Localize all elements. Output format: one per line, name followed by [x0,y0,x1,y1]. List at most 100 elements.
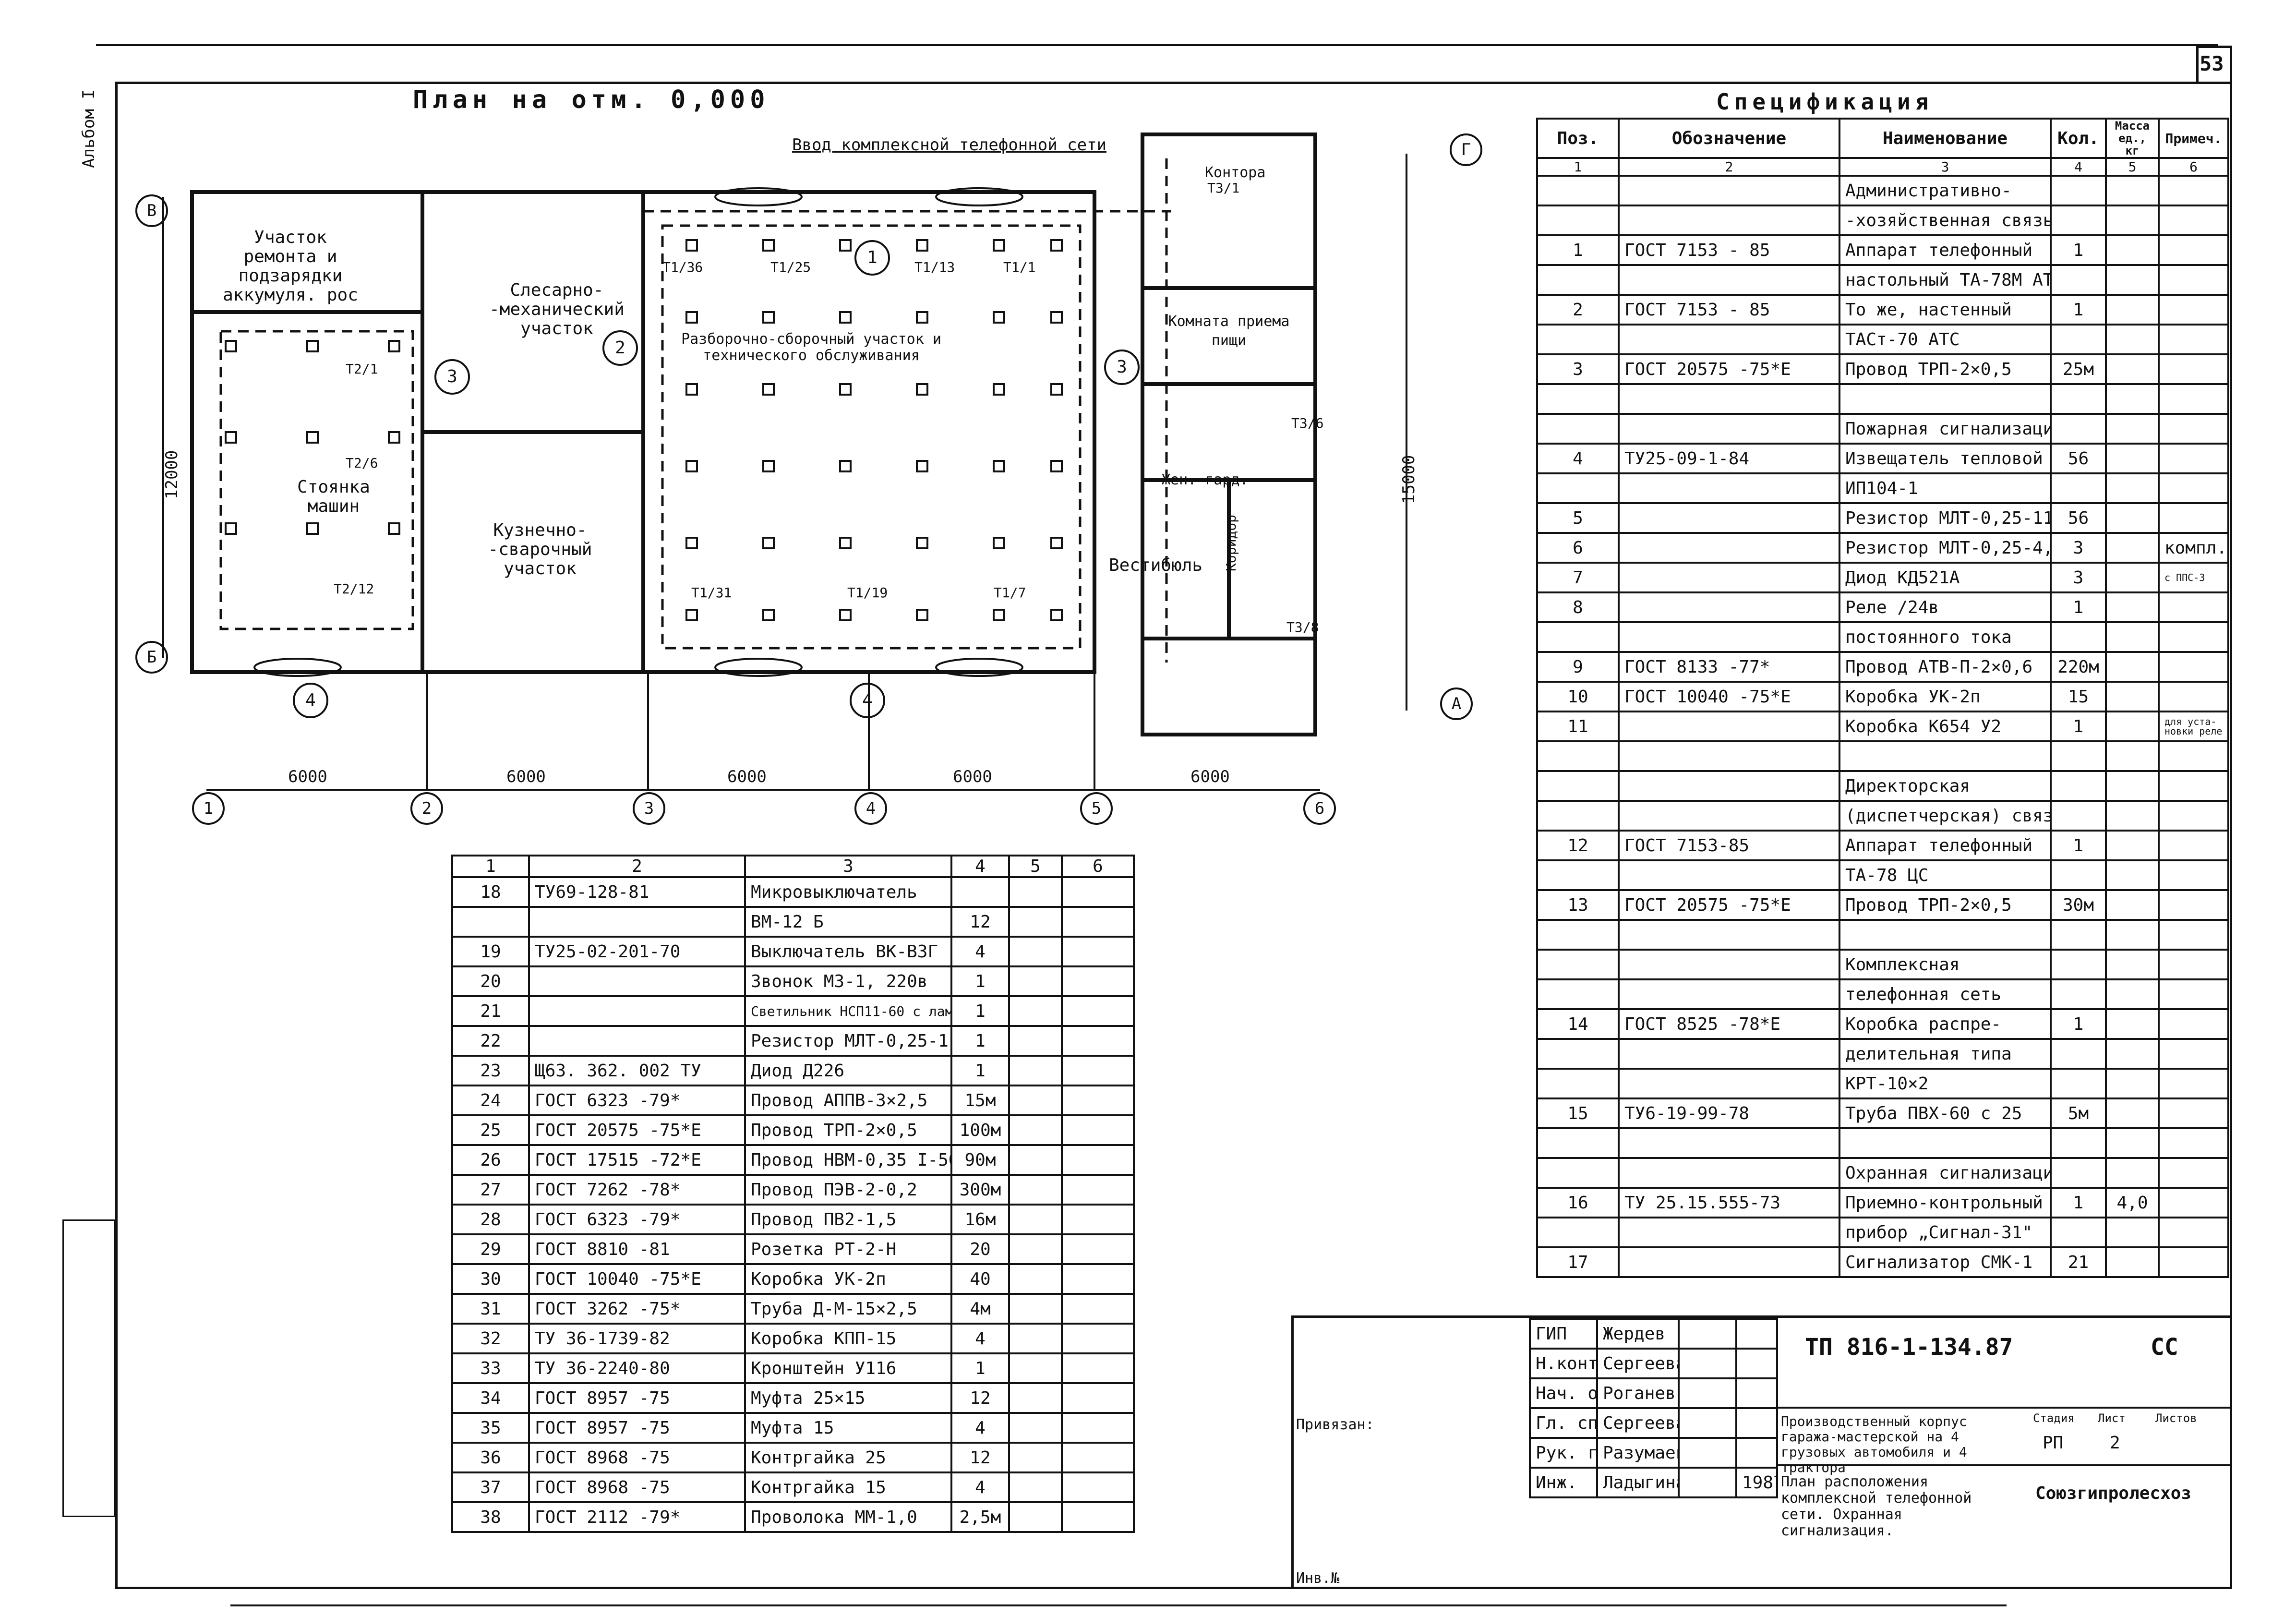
spec-cell [2105,740,2160,772]
spec-cell: Извещатель тепловой [1839,443,2052,474]
plan-title: План на отм. 0,000 [413,85,770,114]
table-cell [1008,1501,1063,1533]
spec-cell [2050,472,2107,504]
stage-label: Стадия [2033,1411,2075,1425]
spec-cell [2105,591,2160,623]
inv-label: Инв.№ [1296,1570,1340,1587]
spec-cell [2158,264,2229,296]
spec-cell [2158,443,2229,474]
spec-cell: Провод ТРП-2×0,5 [1839,353,2052,385]
table-cell: 4 [950,1471,1010,1503]
sheet-value: 2 [2110,1433,2120,1453]
table-cell [950,876,1010,908]
spec-cell: 4 [1536,443,1620,474]
table-cell [1061,1442,1135,1473]
table-cell: 1 [950,965,1010,997]
signature-name: Жердев [1596,1318,1680,1350]
axis-b: Б [135,641,168,674]
signature-name: Разумаева [1596,1437,1680,1469]
tag-t1-31: Т1/31 [691,585,732,601]
signature-sign [1678,1467,1737,1498]
table-cell: Контргайка 15 [744,1471,952,1503]
table-cell: Провод ТРП-2×0,5 [744,1114,952,1146]
callout-4a: 4 [293,683,328,718]
spec-cell: 6 [1536,532,1620,564]
spec-cell [1839,919,2052,951]
spec-cell [2105,621,2160,653]
spec-cell: 17 [1536,1246,1620,1278]
table-cell: 25 [451,1114,530,1146]
spec-cell [2158,978,2229,1010]
spec-cell [2105,175,2160,206]
spec-cell: 15 [1536,1097,1620,1129]
spec-cell [1618,562,1840,593]
signature-row: Рук. гр.Разумаева [1529,1437,1778,1469]
spec-row: телефонная сеть [1536,978,2229,1010]
spec-cell [1618,1068,1840,1099]
table-cell [1008,1144,1063,1176]
table-cell [1008,936,1063,967]
spec-cell: 30м [2050,889,2107,921]
spec-cell: 7 [1536,562,1620,593]
spec-cell [2050,1038,2107,1070]
table-cell: 35 [451,1412,530,1444]
table-cell: 37 [451,1471,530,1503]
spec-row: -хозяйственная связь [1536,205,2229,236]
table-cell: 26 [451,1144,530,1176]
spec-cell [2158,1246,2229,1278]
dim-span-3: 6000 [727,767,767,786]
spec-cell [2105,294,2160,326]
spec-cell [2158,889,2229,921]
spec-cell [2050,740,2107,772]
table-cell: ГОСТ 8968 -75 [528,1471,746,1503]
drawing-frame [115,82,2232,1589]
callout-2: 2 [602,330,638,366]
spec-title: Спецификация [1716,89,1934,115]
spec-cell [2105,532,2160,564]
spec-cell [1536,1217,1620,1248]
spec-cell: КРТ-10×2 [1839,1068,2052,1099]
spec-cell: -хозяйственная связь [1839,205,2052,236]
spec-cell [1536,175,1620,206]
spec-cell: 13 [1536,889,1620,921]
spec-cell [2158,234,2229,266]
table-cell: 27 [451,1174,530,1206]
sheets-label: Листов [2155,1411,2197,1425]
table-cell [1061,906,1135,938]
spec-cell [1618,800,1840,832]
spec-cell: Диод КД521А [1839,562,2052,593]
axis-6: 6 [1303,792,1336,825]
spec-cell: 16 [1536,1187,1620,1218]
dim-span-5: 6000 [1190,767,1230,786]
table-cell: Звонок МЗ-1, 220в [744,965,952,997]
signature-role: Н.контр. [1529,1348,1598,1379]
table-cell: Светильник НСП11-60 с лампой 25вт, 220в [744,995,952,1027]
table-cell: Выключатель ВК-ВЗГ [744,936,952,967]
axis-2: 2 [410,792,443,825]
spec-cell [2158,324,2229,355]
table-cell: 30 [451,1263,530,1295]
spec-cell [2105,859,2160,891]
spec-cell [1536,413,1620,445]
table-cell [1061,965,1135,997]
spec-cell [2158,591,2229,623]
spec-cell: Реле /24в [1839,591,2052,623]
signature-date: 1987г. [1735,1467,1778,1498]
spec-cell: 4,0 [2105,1187,2160,1218]
table-cell [1008,876,1063,908]
spec-cell: Резистор МЛТ-0,25-4,3 [1839,532,2052,564]
spec-cell: ГОСТ 7153-85 [1618,830,1840,861]
spec-cell [2158,681,2229,712]
plan-annex-wall [1141,133,1317,736]
spec-cell [2158,472,2229,504]
axis-a: А [1440,687,1473,720]
table-cell: ГОСТ 8957 -75 [528,1412,746,1444]
tag-t3-8: Т3/8 [1286,619,1319,635]
spec-cell [2050,1068,2107,1099]
